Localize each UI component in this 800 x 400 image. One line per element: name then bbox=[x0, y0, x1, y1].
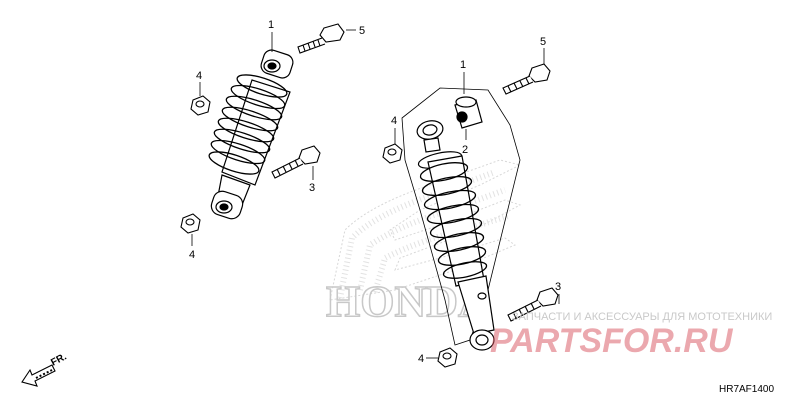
left-nut-top bbox=[190, 95, 211, 116]
front-direction-label: FR. bbox=[49, 351, 69, 368]
callout-left-bolt: 5 bbox=[359, 25, 365, 37]
right-top-bolt bbox=[502, 63, 551, 95]
callout-right-nut-top: 4 bbox=[391, 115, 397, 127]
right-nut-top bbox=[382, 143, 403, 164]
callout-left-nut-top: 4 bbox=[196, 70, 202, 82]
left-top-bolt bbox=[297, 23, 345, 54]
left-nut-bottom bbox=[180, 213, 201, 234]
callout-left-bolt-lower: 3 bbox=[309, 182, 315, 194]
right-bushing bbox=[454, 96, 483, 129]
left-shock-absorber bbox=[208, 49, 294, 220]
front-arrow-icon bbox=[21, 364, 56, 387]
callout-right-bolt-top: 5 bbox=[540, 36, 546, 48]
right-shock-absorber bbox=[416, 120, 495, 351]
watermark-brand: PARTSFOR.RU bbox=[490, 322, 734, 360]
callout-right-bolt-lower: 3 bbox=[555, 281, 561, 293]
diagram-code: HR7AF1400 bbox=[719, 384, 774, 395]
callout-right-bushing: 2 bbox=[462, 144, 468, 156]
right-nut-bottom bbox=[437, 347, 458, 368]
callout-left-damper: 1 bbox=[268, 19, 274, 31]
watermark-tagline: ЗАПЧАСТИ И АКСЕССУАРЫ ДЛЯ МОТОТЕХНИКИ bbox=[512, 311, 772, 323]
callout-right-damper: 1 bbox=[460, 59, 466, 71]
left-lower-bolt bbox=[271, 145, 321, 179]
callout-right-nut-bottom: 4 bbox=[418, 353, 424, 365]
callout-left-nut-bottom: 4 bbox=[189, 249, 195, 261]
right-lower-bolt bbox=[507, 287, 559, 322]
honda-wing-watermark bbox=[329, 159, 522, 301]
